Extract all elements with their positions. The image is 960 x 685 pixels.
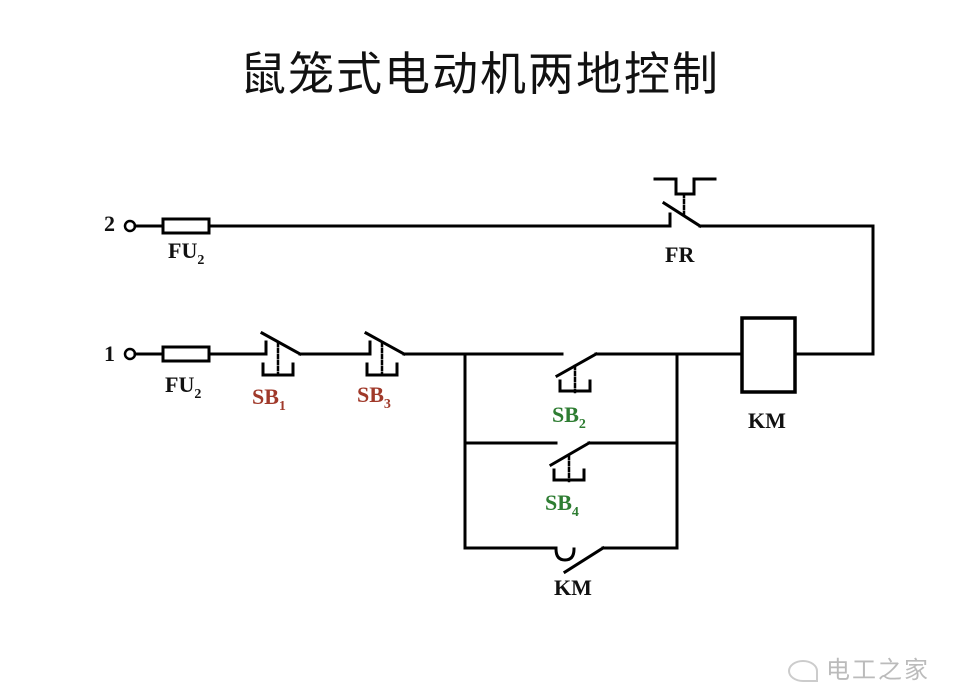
stop-button-sb3-label: SB3 <box>357 382 391 412</box>
terminal-2: 2 <box>104 211 137 236</box>
start-button-sb4-label: SB4 <box>545 490 579 520</box>
start-button-sb2-label: SB2 <box>552 402 586 432</box>
terminal-2-label: 2 <box>104 211 115 236</box>
diagram-title: 鼠笼式电动机两地控制 <box>240 47 720 101</box>
fuse-fu2-bottom <box>161 345 211 363</box>
terminal-1-label: 1 <box>104 341 115 366</box>
km-auxiliary-contact <box>554 545 606 575</box>
fuse-fu2-top-label: FU2 <box>168 238 204 268</box>
km-coil-label: KM <box>748 408 786 433</box>
km-coil <box>740 316 797 394</box>
start-button-sb2 <box>554 351 599 394</box>
watermark: 电工之家 <box>788 650 930 685</box>
watermark-text: 电工之家 <box>826 656 930 684</box>
fuse-fu2-bottom-label: FU2 <box>165 372 201 402</box>
terminal-1: 1 <box>104 341 137 366</box>
wechat-icon <box>788 660 818 682</box>
fuse-fu2-top <box>161 217 211 235</box>
stop-button-sb3 <box>363 330 407 377</box>
thermal-relay-fr-contact <box>653 177 732 229</box>
stop-button-sb1 <box>259 330 303 377</box>
thermal-relay-fr-label: FR <box>665 242 695 267</box>
km-auxiliary-contact-label: KM <box>554 575 592 600</box>
start-button-sb4 <box>548 440 592 483</box>
stop-button-sb1-label: SB1 <box>252 384 286 414</box>
